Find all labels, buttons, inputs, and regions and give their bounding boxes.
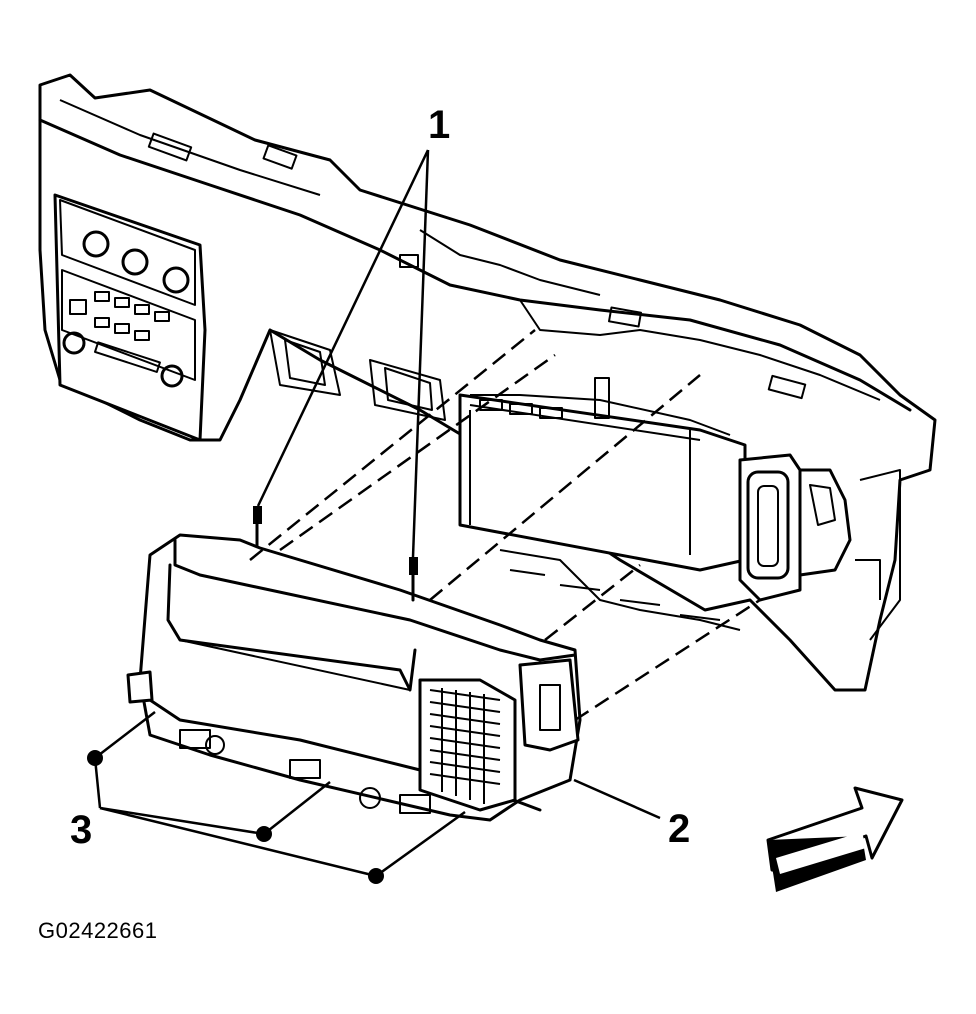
figure-code: G02422661 <box>38 918 158 943</box>
upper-screw-left <box>253 506 262 548</box>
radio-knob-right <box>160 364 184 388</box>
callout-3: 3 <box>70 808 92 852</box>
leader-lines <box>93 149 661 878</box>
callout-2: 2 <box>668 807 690 851</box>
hvac-knob-left <box>82 230 110 258</box>
radio-hvac-stack <box>53 193 207 442</box>
upper-screw-center <box>409 557 418 602</box>
arrow-right-icon <box>766 786 904 892</box>
callout-1: 1 <box>428 103 450 147</box>
radio-knob-left <box>62 331 86 355</box>
knee-bolster-panel <box>126 533 582 822</box>
instrument-panel-carrier <box>38 73 937 692</box>
hvac-knob-right <box>162 266 190 294</box>
hvac-knob-center <box>121 248 149 276</box>
vent-grille <box>429 688 501 804</box>
